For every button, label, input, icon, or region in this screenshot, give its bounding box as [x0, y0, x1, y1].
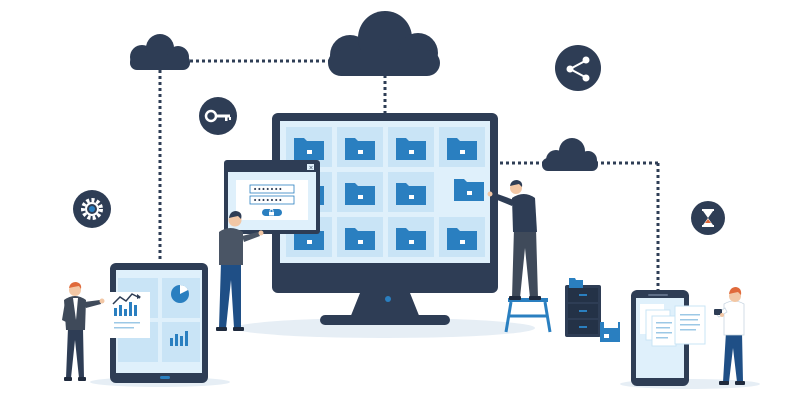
cloud-icon	[130, 34, 190, 70]
password-field[interactable]	[249, 195, 295, 205]
lock-icon	[460, 240, 465, 244]
folder-icon	[447, 138, 477, 160]
filing-cabinet	[565, 278, 620, 342]
folder-icon	[294, 138, 324, 160]
lock-icon	[467, 191, 472, 195]
lock-icon	[307, 150, 312, 154]
username-field[interactable]	[249, 184, 295, 194]
folder-icon	[396, 138, 426, 160]
close-icon[interactable]: ×	[309, 165, 314, 172]
lock-icon	[409, 240, 414, 244]
step-ladder	[504, 298, 552, 333]
phone-device	[631, 290, 706, 386]
cloud-icon	[328, 11, 440, 76]
folder-icon	[447, 228, 477, 250]
lock-icon	[358, 150, 363, 154]
gear-icon	[73, 190, 111, 228]
hourglass-icon	[691, 201, 725, 235]
share-icon	[555, 45, 601, 91]
person-login-user	[216, 211, 264, 331]
lock-icon	[269, 208, 274, 216]
lock-icon	[358, 195, 363, 199]
folder-icon	[396, 228, 426, 250]
folder-icon	[345, 228, 375, 250]
folder-icon	[454, 179, 484, 201]
ground-shadow-monitor	[235, 318, 535, 338]
person-presenter	[62, 282, 105, 381]
lock-icon	[460, 150, 465, 154]
person-mobile-user	[714, 287, 745, 385]
folder-grid	[286, 127, 485, 257]
folder-icon	[345, 138, 375, 160]
lock-icon	[358, 240, 363, 244]
lock-icon	[409, 150, 414, 154]
login-window: × ••••••• •••••••	[224, 160, 320, 234]
person-organizer	[487, 180, 541, 300]
folder-icon	[396, 183, 426, 205]
username-value: •••••••	[253, 186, 283, 194]
folder-icon	[345, 183, 375, 205]
key-icon	[199, 97, 237, 135]
lock-icon	[307, 240, 312, 244]
lock-icon	[409, 195, 414, 199]
cloud-icon	[542, 138, 598, 171]
connection-lines	[158, 59, 660, 290]
password-value: •••••••	[253, 197, 283, 205]
tablet-device	[108, 263, 208, 383]
